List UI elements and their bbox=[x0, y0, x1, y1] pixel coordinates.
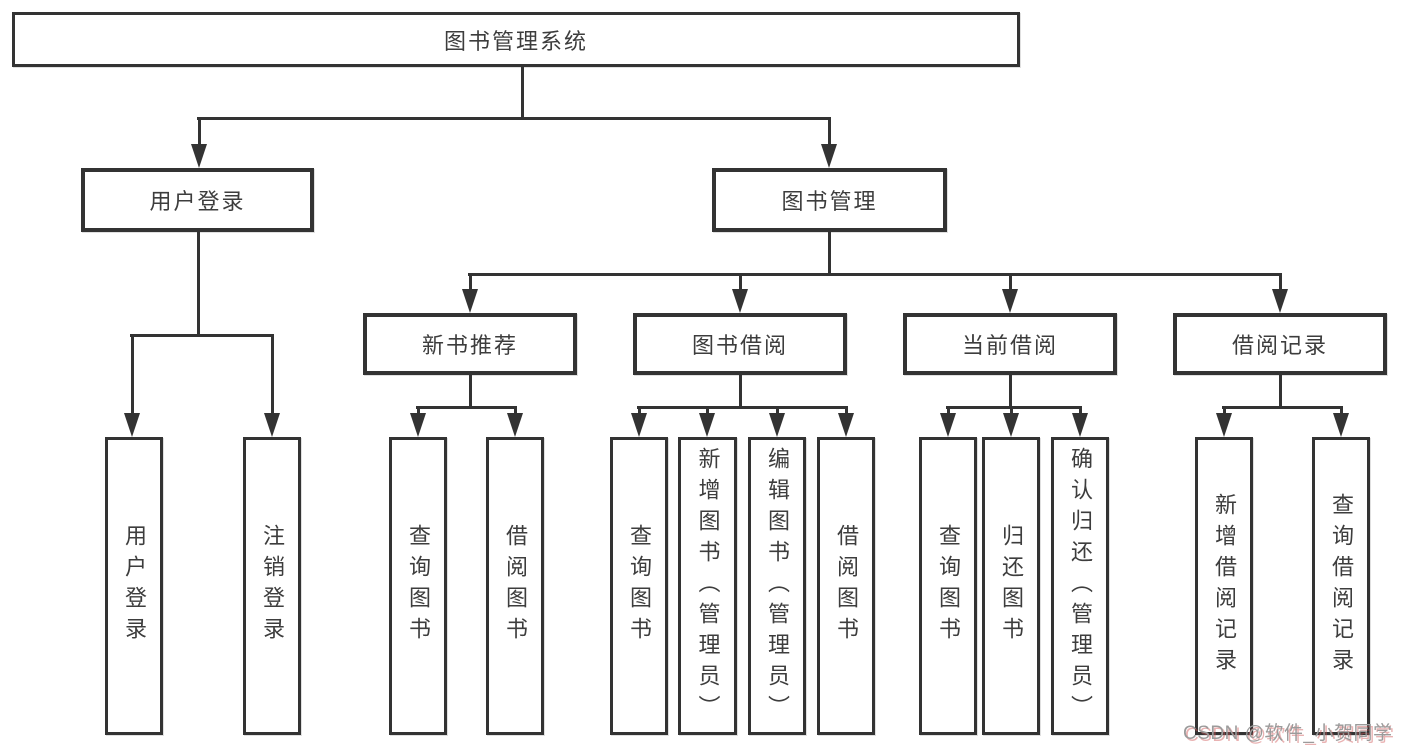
connector-line bbox=[271, 334, 274, 420]
connector-line bbox=[197, 117, 831, 120]
leaf-borrowing-query-books: 查询图书 bbox=[610, 437, 668, 735]
arrow-down-icon bbox=[264, 413, 280, 437]
connector-line bbox=[828, 232, 831, 276]
arrow-down-icon bbox=[1072, 413, 1088, 437]
arrow-down-icon bbox=[940, 413, 956, 437]
leaf-borrowing-borrow-books: 借阅图书 bbox=[817, 437, 875, 735]
connector-line bbox=[469, 273, 472, 296]
leaf-logout: 注销登录 bbox=[243, 437, 301, 735]
arrow-down-icon bbox=[1003, 413, 1019, 437]
connector-line bbox=[521, 67, 524, 119]
connector-line bbox=[946, 406, 1082, 409]
arrow-down-icon bbox=[699, 413, 715, 437]
arrow-down-icon bbox=[1333, 413, 1349, 437]
connector-line bbox=[469, 375, 472, 409]
connector-line bbox=[131, 334, 134, 420]
leaf-newbooks-query-books: 查询图书 bbox=[389, 437, 447, 735]
arrow-down-icon bbox=[769, 413, 785, 437]
leaf-newbooks-borrow-books: 借阅图书 bbox=[486, 437, 544, 735]
leaf-borrowing-edit-books-admin: 编辑图书（管理员） bbox=[748, 437, 806, 735]
node-new-book-recommend: 新书推荐 bbox=[363, 313, 577, 375]
arrow-down-icon bbox=[124, 413, 140, 437]
connector-line bbox=[1279, 375, 1282, 409]
arrow-down-icon bbox=[1272, 289, 1288, 313]
arrow-down-icon bbox=[507, 413, 523, 437]
connector-line bbox=[828, 117, 831, 150]
arrow-down-icon bbox=[462, 289, 478, 313]
leaf-records-query-borrow-record: 查询借阅记录 bbox=[1312, 437, 1370, 735]
connector-line bbox=[637, 406, 848, 409]
connector-line bbox=[468, 273, 1282, 276]
connector-line bbox=[197, 232, 200, 336]
csdn-watermark: CSDN @软件_小贺同学 bbox=[1183, 723, 1393, 744]
connector-line bbox=[1279, 273, 1282, 296]
connector-line bbox=[1222, 406, 1343, 409]
node-user-login: 用户登录 bbox=[81, 168, 314, 232]
connector-line bbox=[198, 117, 201, 150]
connector-line bbox=[416, 406, 517, 409]
node-book-management: 图书管理 bbox=[712, 168, 947, 232]
leaf-current-return-books: 归还图书 bbox=[982, 437, 1040, 735]
connector-line bbox=[1009, 375, 1012, 409]
leaf-current-confirm-return-admin: 确认归还（管理员） bbox=[1051, 437, 1109, 735]
arrow-down-icon bbox=[1216, 413, 1232, 437]
leaf-borrowing-add-books-admin: 新增图书（管理员） bbox=[678, 437, 737, 735]
arrow-down-icon bbox=[1002, 289, 1018, 313]
node-borrowing-records: 借阅记录 bbox=[1173, 313, 1387, 375]
arrow-down-icon bbox=[838, 413, 854, 437]
connector-line bbox=[130, 334, 274, 337]
node-book-borrowing: 图书借阅 bbox=[633, 313, 847, 375]
arrow-down-icon bbox=[410, 413, 426, 437]
connector-line bbox=[1009, 273, 1012, 296]
arrow-down-icon bbox=[821, 144, 837, 168]
node-library-management-system: 图书管理系统 bbox=[12, 12, 1020, 67]
arrow-down-icon bbox=[191, 144, 207, 168]
connector-line bbox=[739, 375, 742, 409]
leaf-current-query-books: 查询图书 bbox=[919, 437, 977, 735]
leaf-user-login: 用户登录 bbox=[105, 437, 163, 735]
arrow-down-icon bbox=[631, 413, 647, 437]
leaf-records-add-borrow-record: 新增借阅记录 bbox=[1195, 437, 1253, 735]
connector-line bbox=[739, 273, 742, 296]
node-current-borrowing: 当前借阅 bbox=[903, 313, 1117, 375]
arrow-down-icon bbox=[732, 289, 748, 313]
